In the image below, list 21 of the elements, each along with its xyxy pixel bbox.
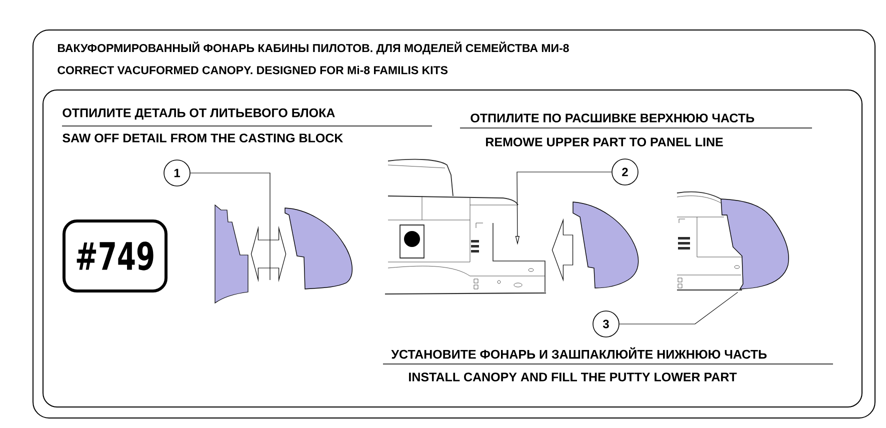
casting-block-part [214,204,248,304]
callout-number: 1 [164,160,190,186]
fuselage-drawing [385,158,546,295]
canopy-part [284,208,353,290]
hollow-arrow [552,218,574,282]
subtitle: CORRECT VACUFORMED CANOPY. DESIGNED FOR Mi-8 FAMILIS KITS [58,66,448,74]
canopy-part [572,202,639,288]
hollow-arrow [250,226,286,282]
step-heading: УСТАНОВИТЕ ФОНАРЬ И ЗАШПАКЛЮЙТЕ НИЖНЮЮ ЧАСТЬ [391,347,767,359]
step-heading: ОТПИЛИТЕ ПО РАСШИВКЕ ВЕРХНЮЮ ЧАСТЬ [470,114,754,122]
step-instruction: REMOWE UPPER PART TO PANEL LINE [486,138,723,146]
title: ВАКУФОРМИРОВАННЫЙ ФОНАРЬ КАБИНЫ ПИЛОТОВ. ДЛЯ МОДЕЛЕЙ СЕМЕЙСТВА МИ-8 [58,42,569,54]
leader-line [619,292,738,324]
step-heading: ОТПИЛИТЕ ДЕТАЛЬ ОТ ЛИТЬЕВОГО БЛОКА [62,108,335,120]
callout-number: 3 [592,310,620,338]
step-instruction: INSTALL CANOPY AND FILL THE PUTTY LOWER PART [409,372,737,382]
leader-line [190,172,270,280]
callout-number: 2 [612,158,638,186]
canopy-part [720,198,789,290]
step-instruction: SAW OFF DETAIL FROM THE CASTING BLOCK [62,134,344,142]
number-box: #749 [62,220,168,292]
